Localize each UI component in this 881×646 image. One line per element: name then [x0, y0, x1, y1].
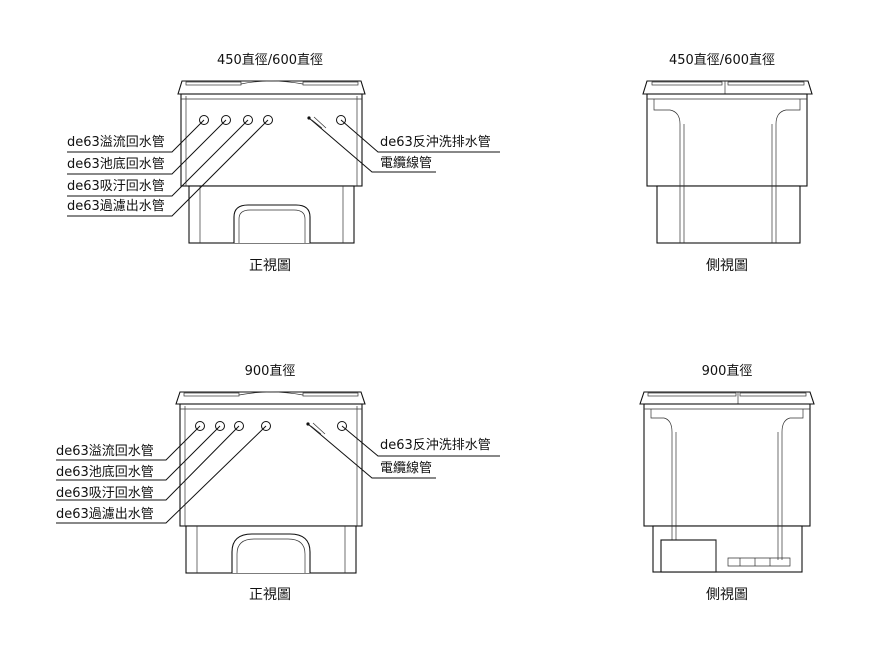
bottom-front-left-leaders [56, 425, 267, 524]
bottom-front-label-suction-return: de63吸汙回水管 [56, 486, 154, 501]
top-front-right-leaders [308, 116, 500, 173]
top-side-title: 450直徑/600直徑 [669, 53, 775, 68]
bottom-front-label-bottom-return: de63池底回水管 [56, 464, 154, 480]
top-front-label-overflow-return: de63溢流回水管 [67, 135, 165, 150]
bottom-front-label-filter-outlet: de63過濾出水管 [56, 507, 154, 522]
bottom-front-label-backwash-drain: de63反沖洗排水管 [380, 438, 491, 453]
bottom-side-view: 900直徑 側視圖 [639, 364, 815, 603]
top-front-label-filter-outlet: de63過濾出水管 [67, 199, 165, 214]
bottom-front-view: 900直徑 de63溢流回水管 de63 [56, 364, 500, 603]
top-front-view: 450直徑/600直徑 [67, 53, 500, 274]
top-front-tank-drawing [177, 80, 366, 244]
top-front-caption: 正視圖 [249, 258, 291, 274]
bottom-front-label-overflow-return: de63溢流回水管 [56, 444, 154, 459]
top-front-label-cable-conduit: 電纜線管 [380, 155, 432, 171]
top-side-caption: 側視圖 [706, 258, 748, 274]
top-front-label-suction-return: de63吸汙回水管 [67, 179, 165, 194]
bottom-front-label-cable-conduit: 電纜線管 [380, 460, 432, 476]
bottom-side-tank-drawing [639, 391, 815, 573]
top-side-view: 450直徑/600直徑 側視圖 [642, 53, 813, 274]
bottom-front-caption: 正視圖 [249, 587, 291, 603]
top-front-label-bottom-return: de63池底回水管 [67, 156, 165, 172]
bottom-front-tank-drawing [175, 391, 366, 574]
bottom-side-caption: 側視圖 [706, 587, 748, 603]
bottom-front-right-leaders [307, 422, 500, 479]
top-front-title: 450直徑/600直徑 [217, 53, 323, 68]
top-front-label-backwash-drain: de63反沖洗排水管 [380, 135, 491, 150]
top-side-tank-drawing [642, 80, 813, 244]
bottom-front-title: 900直徑 [245, 364, 296, 379]
bottom-side-title: 900直徑 [702, 364, 753, 379]
top-front-left-leaders [67, 119, 269, 217]
